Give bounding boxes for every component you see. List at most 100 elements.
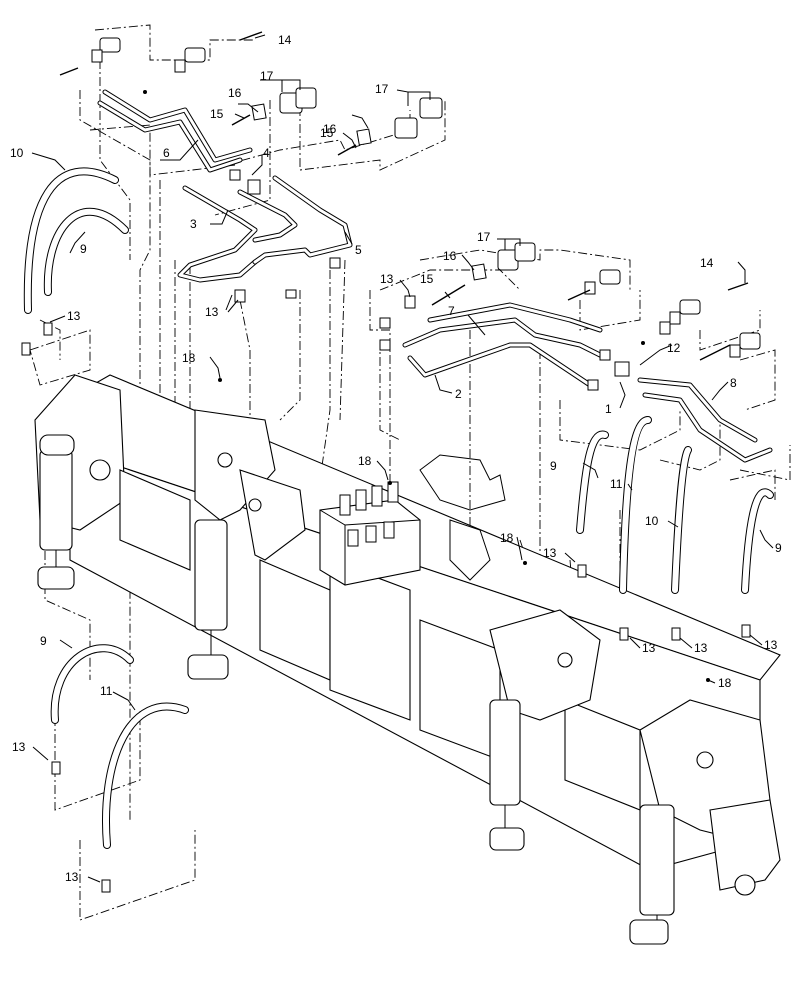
hydraulic-tube-icon (637, 377, 758, 443)
fitting-icon (51, 761, 61, 775)
callout-18-center: 18 (358, 454, 372, 468)
tube-clamp-icon (497, 242, 536, 271)
hydraulic-hose-icon (23, 167, 119, 314)
hydraulic-tube-icon (102, 89, 253, 163)
tube-clamp-icon (279, 87, 317, 114)
control-valve-icon (319, 481, 421, 586)
tube-clamp-icon (729, 332, 761, 358)
hydraulic-tube-icon (97, 100, 243, 173)
callout-10-left: 10 (10, 146, 24, 160)
fitting-icon (101, 879, 111, 893)
fitting-icon (379, 317, 391, 329)
fitting-icon (587, 379, 599, 391)
tube-clamp-icon (91, 37, 121, 63)
toolbar-frame (34, 374, 781, 945)
callout-11-lower-left: 11 (100, 684, 113, 698)
callout-9-right: 9 (550, 459, 557, 473)
callout-13-r1: 13 (642, 641, 656, 655)
fitting-icon (43, 322, 53, 336)
callout-2: 2 (455, 387, 462, 401)
fitting-icon (577, 564, 587, 578)
callout-9-upper-left: 9 (80, 242, 87, 256)
fitting-icon (741, 624, 751, 638)
tube-clamp-icon (174, 47, 206, 73)
fitting-icon (229, 169, 241, 181)
fitting-icon (404, 295, 416, 309)
hydraulic-hose-icon (50, 644, 134, 724)
callout-13-bottom: 13 (65, 870, 79, 884)
hydraulic-tube-icon (407, 342, 593, 388)
hydraulic-hose-icon (741, 488, 774, 594)
fitting-icon (619, 627, 629, 641)
hoses (23, 167, 774, 849)
fittings (21, 169, 751, 893)
tube-clamp-icon (584, 269, 621, 295)
callout-13-right-low: 13 (543, 546, 557, 560)
callout-9-far-right: 9 (775, 541, 782, 555)
callout-15-mid: 15 (320, 126, 334, 140)
fitting-icon (21, 342, 31, 356)
tube-assembly-left (97, 89, 353, 283)
hydraulic-hose-icon (576, 430, 609, 534)
hydraulic-tube-icon (177, 185, 258, 283)
callout-9-lower-left: 9 (40, 634, 47, 648)
callout-18-right: 18 (500, 531, 514, 545)
callout-16-mid: 16 (323, 122, 337, 136)
callout-13-r3: 13 (764, 638, 778, 652)
hydraulic-tube-icon (402, 317, 603, 358)
callout-15: 15 (210, 107, 224, 121)
hydraulic-tube-icon (252, 175, 353, 265)
callout-17-mid: 17 (375, 82, 389, 96)
hydraulic-cylinder-icon (629, 804, 675, 945)
fitting-icon (599, 349, 611, 361)
callout-7: 7 (448, 304, 455, 318)
fitting-icon (379, 339, 391, 351)
hydraulic-cylinder-icon (489, 699, 525, 851)
fitting-icon (234, 289, 246, 303)
callout-13-right: 13 (380, 272, 394, 286)
fitting-icon (671, 627, 681, 641)
fitting-icon (329, 257, 341, 269)
callout-18-upper: 18 (182, 351, 196, 365)
leader-lines (31, 34, 774, 883)
callout-13-r2: 13 (694, 641, 708, 655)
fitting-icon (247, 179, 261, 195)
callout-17: 17 (260, 69, 274, 83)
tube-assembly-right (402, 302, 773, 463)
callout-1: 1 (605, 402, 612, 416)
callout-14: 14 (278, 33, 292, 47)
callout-13-left: 13 (67, 309, 81, 323)
hydraulic-hose-icon (671, 446, 692, 594)
callout-17-right: 17 (477, 230, 491, 244)
callout-3: 3 (190, 217, 197, 231)
callout-12: 12 (667, 341, 681, 355)
callout-labels: 14 17 16 15 6 4 10 3 5 9 13 17 16 15 17 … (10, 33, 782, 884)
tube-clamp-icon (659, 321, 671, 335)
callout-5: 5 (355, 243, 362, 257)
hydraulic-tube-icon (642, 392, 773, 463)
callout-13-lower-left: 13 (12, 740, 26, 754)
hydraulic-hose-icon (43, 207, 129, 296)
callout-16: 16 (228, 86, 242, 100)
callout-8: 8 (730, 376, 737, 390)
hydraulic-cylinder-icon (187, 519, 229, 680)
tube-clamp-icon (394, 97, 443, 139)
hydraulic-hose-icon (102, 702, 189, 849)
callout-6: 6 (163, 146, 170, 160)
callout-11-right: 11 (610, 477, 623, 491)
clamps (59, 31, 761, 682)
hydraulic-hose-icon (619, 416, 652, 594)
callout-15-right: 15 (420, 272, 434, 286)
hydraulic-tube-icon (427, 302, 603, 333)
callout-10-right: 10 (645, 514, 659, 528)
callout-4: 4 (263, 146, 270, 160)
callout-14-right: 14 (700, 256, 714, 270)
hydraulic-cylinder-icon (37, 434, 75, 590)
callout-13-upper-mid: 13 (205, 305, 219, 319)
tube-clamp-icon (669, 299, 701, 325)
fitting-icon (614, 361, 630, 377)
callout-18-lower: 18 (718, 676, 732, 690)
callout-16-right: 16 (443, 249, 457, 263)
fitting-icon (285, 289, 297, 299)
